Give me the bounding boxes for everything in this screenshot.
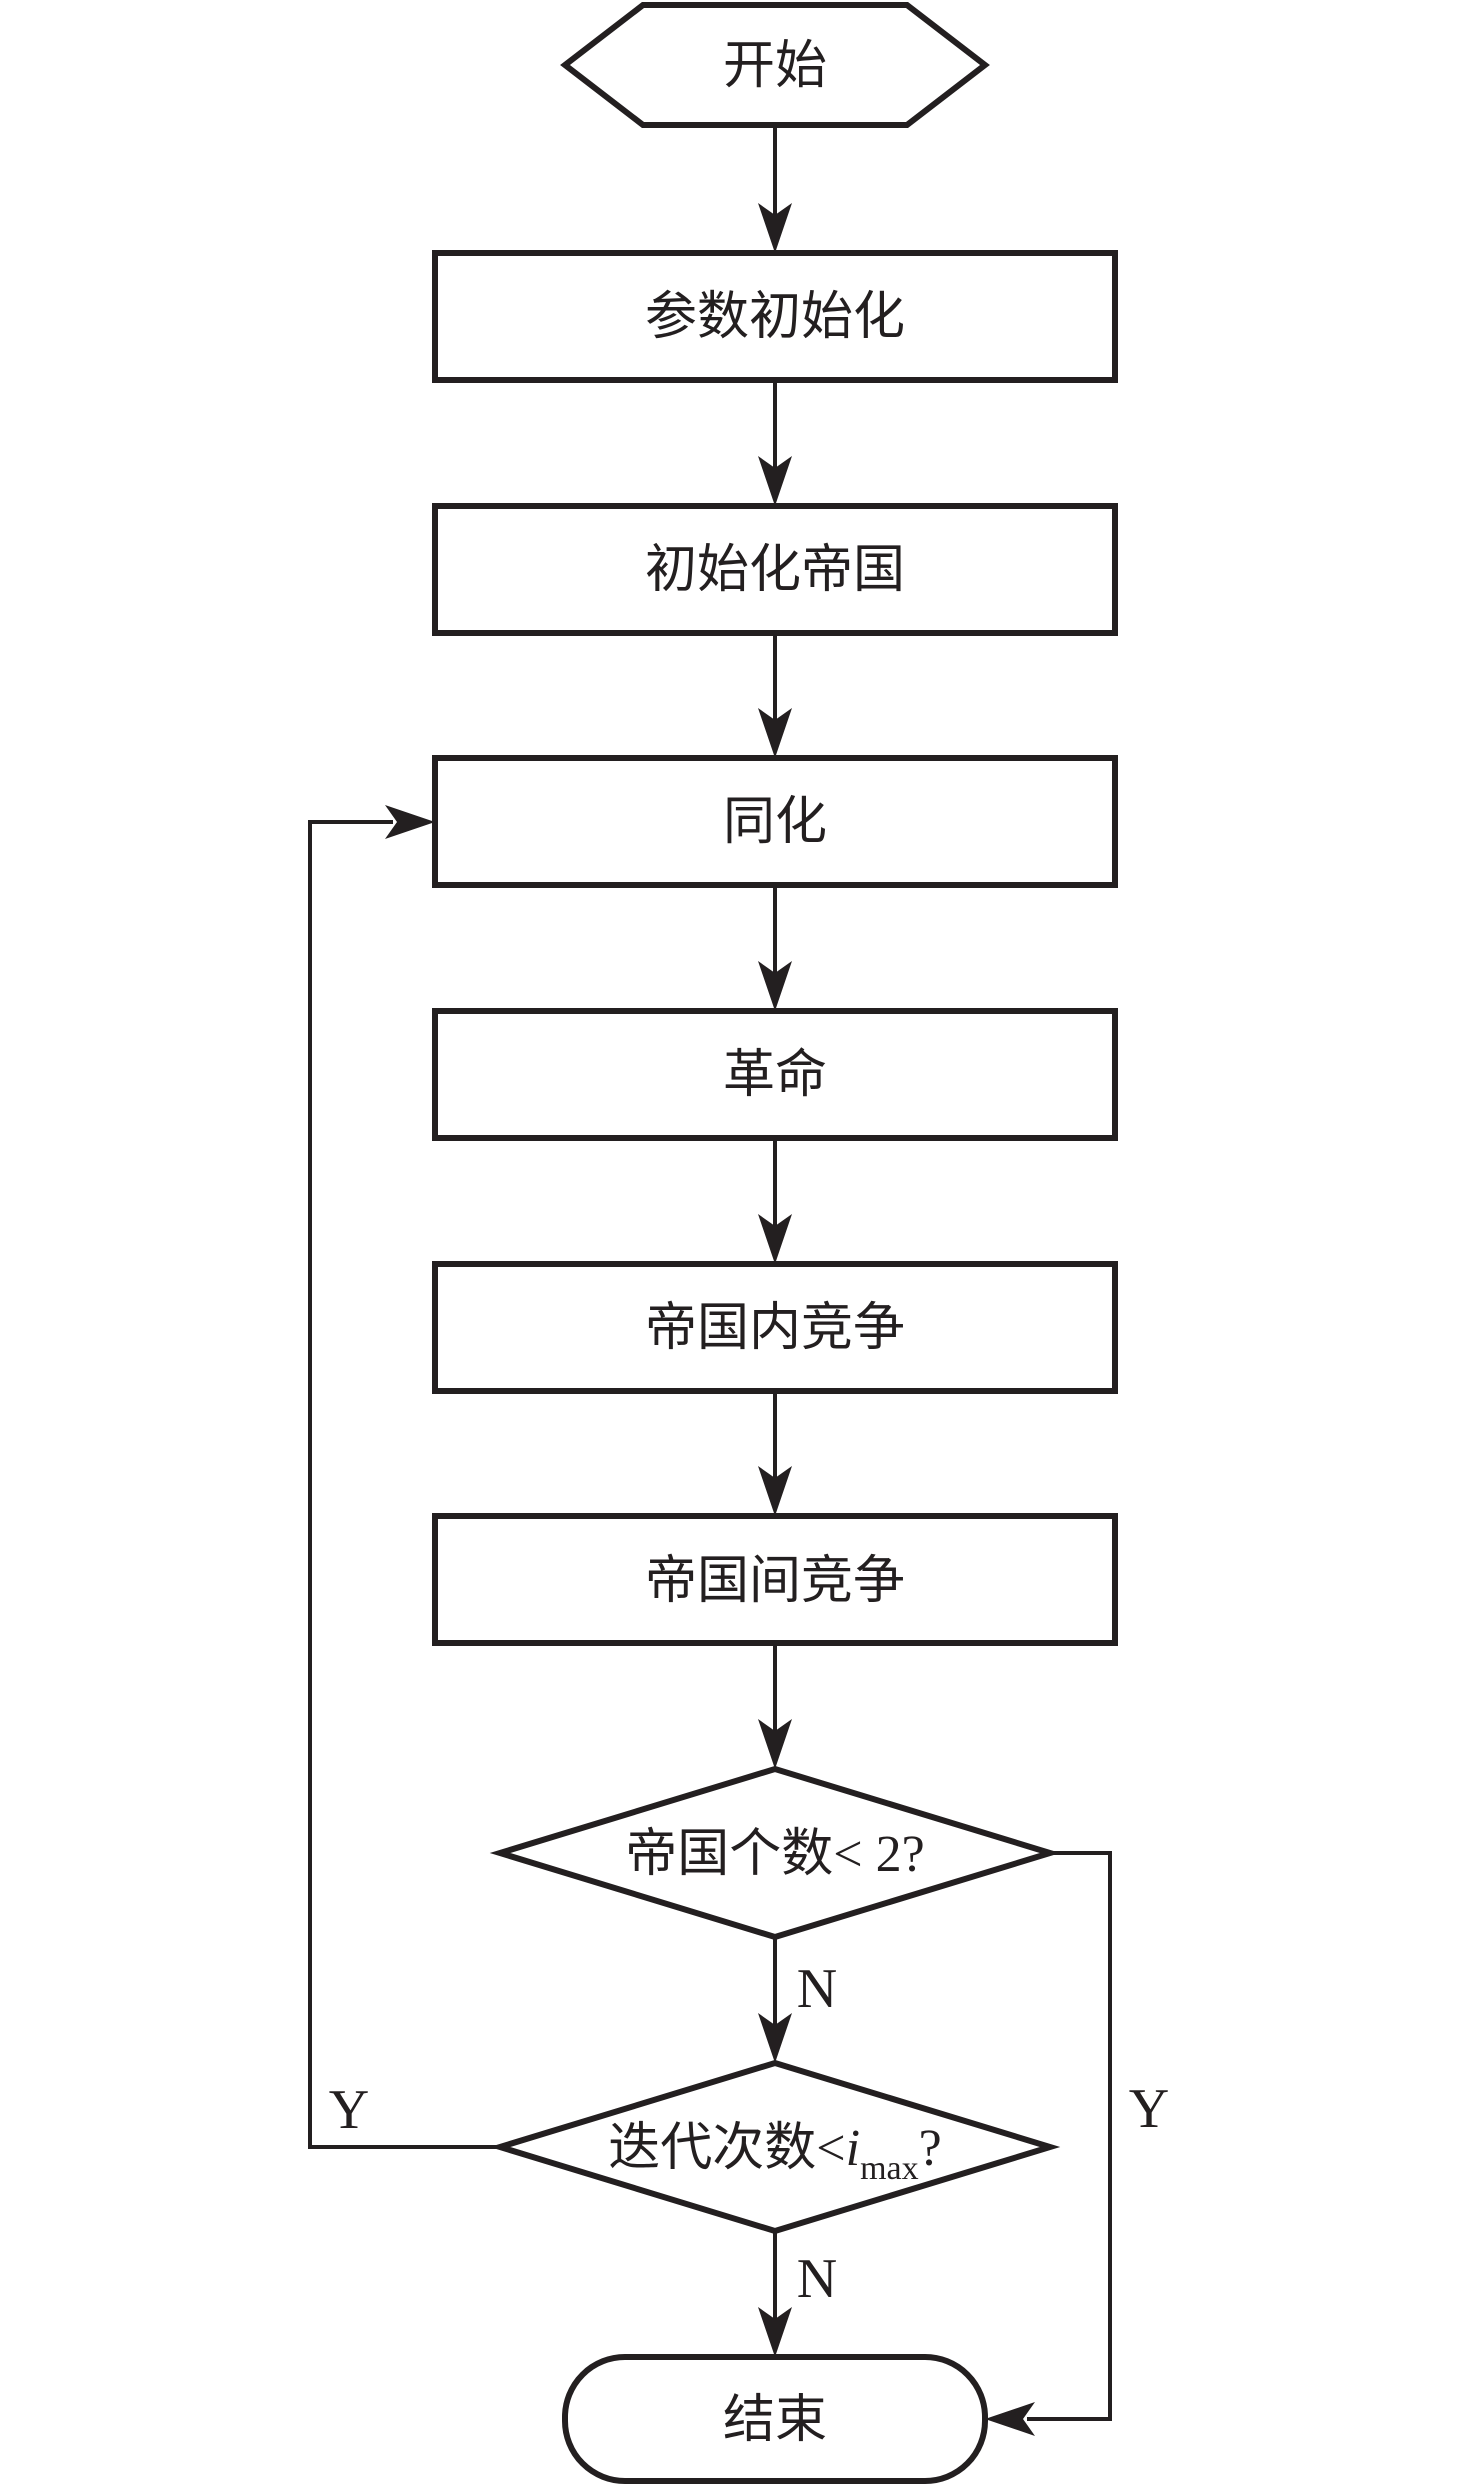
- decision-empire-count-node: [489, 1765, 1061, 1941]
- arrowhead-assimilation: [758, 708, 792, 758]
- connector-decision2-yes-loop: [308, 820, 500, 2149]
- arrowhead-decision2: [758, 2013, 792, 2063]
- branch-label-no-first: N: [797, 1958, 837, 2020]
- intra-empire-competition-node: [432, 1261, 1118, 1394]
- intra-empire-competition-label: 帝国内竞争: [645, 1300, 905, 1357]
- arrowhead-inter: [758, 1466, 792, 1516]
- start-node: [560, 1, 990, 128]
- arrowhead-intra: [758, 1214, 792, 1264]
- assimilation-label: 同化: [723, 794, 827, 851]
- decision-iteration-var: i: [846, 2120, 860, 2177]
- arrowhead-decision1: [758, 1719, 792, 1769]
- decision-iteration-label: 迭代次数<imax?: [608, 2120, 941, 2187]
- arrowhead-end-right: [985, 2402, 1035, 2436]
- end-node: [562, 2354, 988, 2484]
- empire-init-node: [432, 503, 1118, 636]
- arrowhead-param-init: [758, 203, 792, 253]
- empire-init-label: 初始化帝国: [645, 542, 905, 599]
- start-label: 开始: [723, 38, 827, 95]
- branch-label-yes-right: Y: [1129, 2078, 1169, 2140]
- decision-iteration-suffix: ?: [919, 2120, 942, 2177]
- branch-label-yes-left: Y: [329, 2079, 369, 2141]
- decision-iteration-subscript: max: [860, 2150, 919, 2187]
- revolution-node: [432, 1008, 1118, 1141]
- inter-empire-competition-label: 帝国间竞争: [645, 1553, 905, 1610]
- end-label: 结束: [723, 2392, 827, 2449]
- param-init-label: 参数初始化: [645, 289, 905, 346]
- connector-decision1-yes-branch: [1027, 1851, 1112, 2421]
- assimilation-node: [432, 755, 1118, 888]
- decision-iteration-node: [489, 2059, 1061, 2235]
- decision-empire-count-label: 帝国个数< 2?: [625, 1826, 924, 1883]
- arrowhead-assimilation-left: [385, 805, 435, 839]
- inter-empire-competition-node: [432, 1513, 1118, 1646]
- revolution-label: 革命: [723, 1046, 827, 1104]
- arrowhead-end-top: [758, 2307, 792, 2357]
- arrowhead-revolution: [758, 961, 792, 1011]
- decision-iteration-prefix: 迭代次数<: [608, 2120, 845, 2177]
- arrowhead-empire-init: [758, 456, 792, 506]
- param-init-node: [432, 250, 1118, 383]
- branch-label-no-second: N: [797, 2248, 837, 2310]
